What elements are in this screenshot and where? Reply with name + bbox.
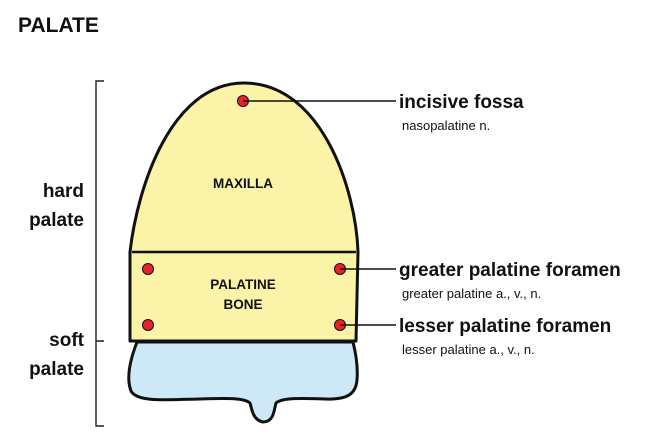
hard-palate-label-line2: palate — [29, 210, 84, 231]
lesser-palatine-foramen-subtitle: lesser palatine a., v., n. — [402, 342, 535, 357]
lesser-palatine-foramen-left-dot — [142, 319, 154, 331]
greater-palatine-foramen-left-dot — [142, 263, 154, 275]
soft-palate-label-line2: palate — [29, 359, 84, 380]
hard-palate-region — [128, 81, 360, 343]
palatine-bone-label-line2: BONE — [223, 297, 262, 312]
greater-palatine-foramen-subtitle: greater palatine a., v., n. — [402, 286, 541, 301]
page-title: PALATE — [18, 14, 99, 37]
soft-palate-bracket — [95, 341, 104, 427]
soft-palate-label-line1: soft — [49, 330, 85, 351]
incisive-fossa-subtitle: nasopalatine n. — [402, 118, 490, 133]
hard-palate-bracket — [95, 80, 104, 342]
greater-palatine-foramen-title: greater palatine foramen — [399, 260, 621, 281]
maxilla-label: MAXILLA — [213, 176, 273, 191]
soft-palate-region — [127, 340, 359, 424]
incisive-fossa-title: incisive fossa — [399, 92, 524, 113]
lesser-palatine-foramen-title: lesser palatine foramen — [399, 316, 611, 337]
hard-palate-label-line1: hard — [43, 181, 84, 202]
palatine-bone-label-line1: PALATINE — [210, 277, 276, 292]
